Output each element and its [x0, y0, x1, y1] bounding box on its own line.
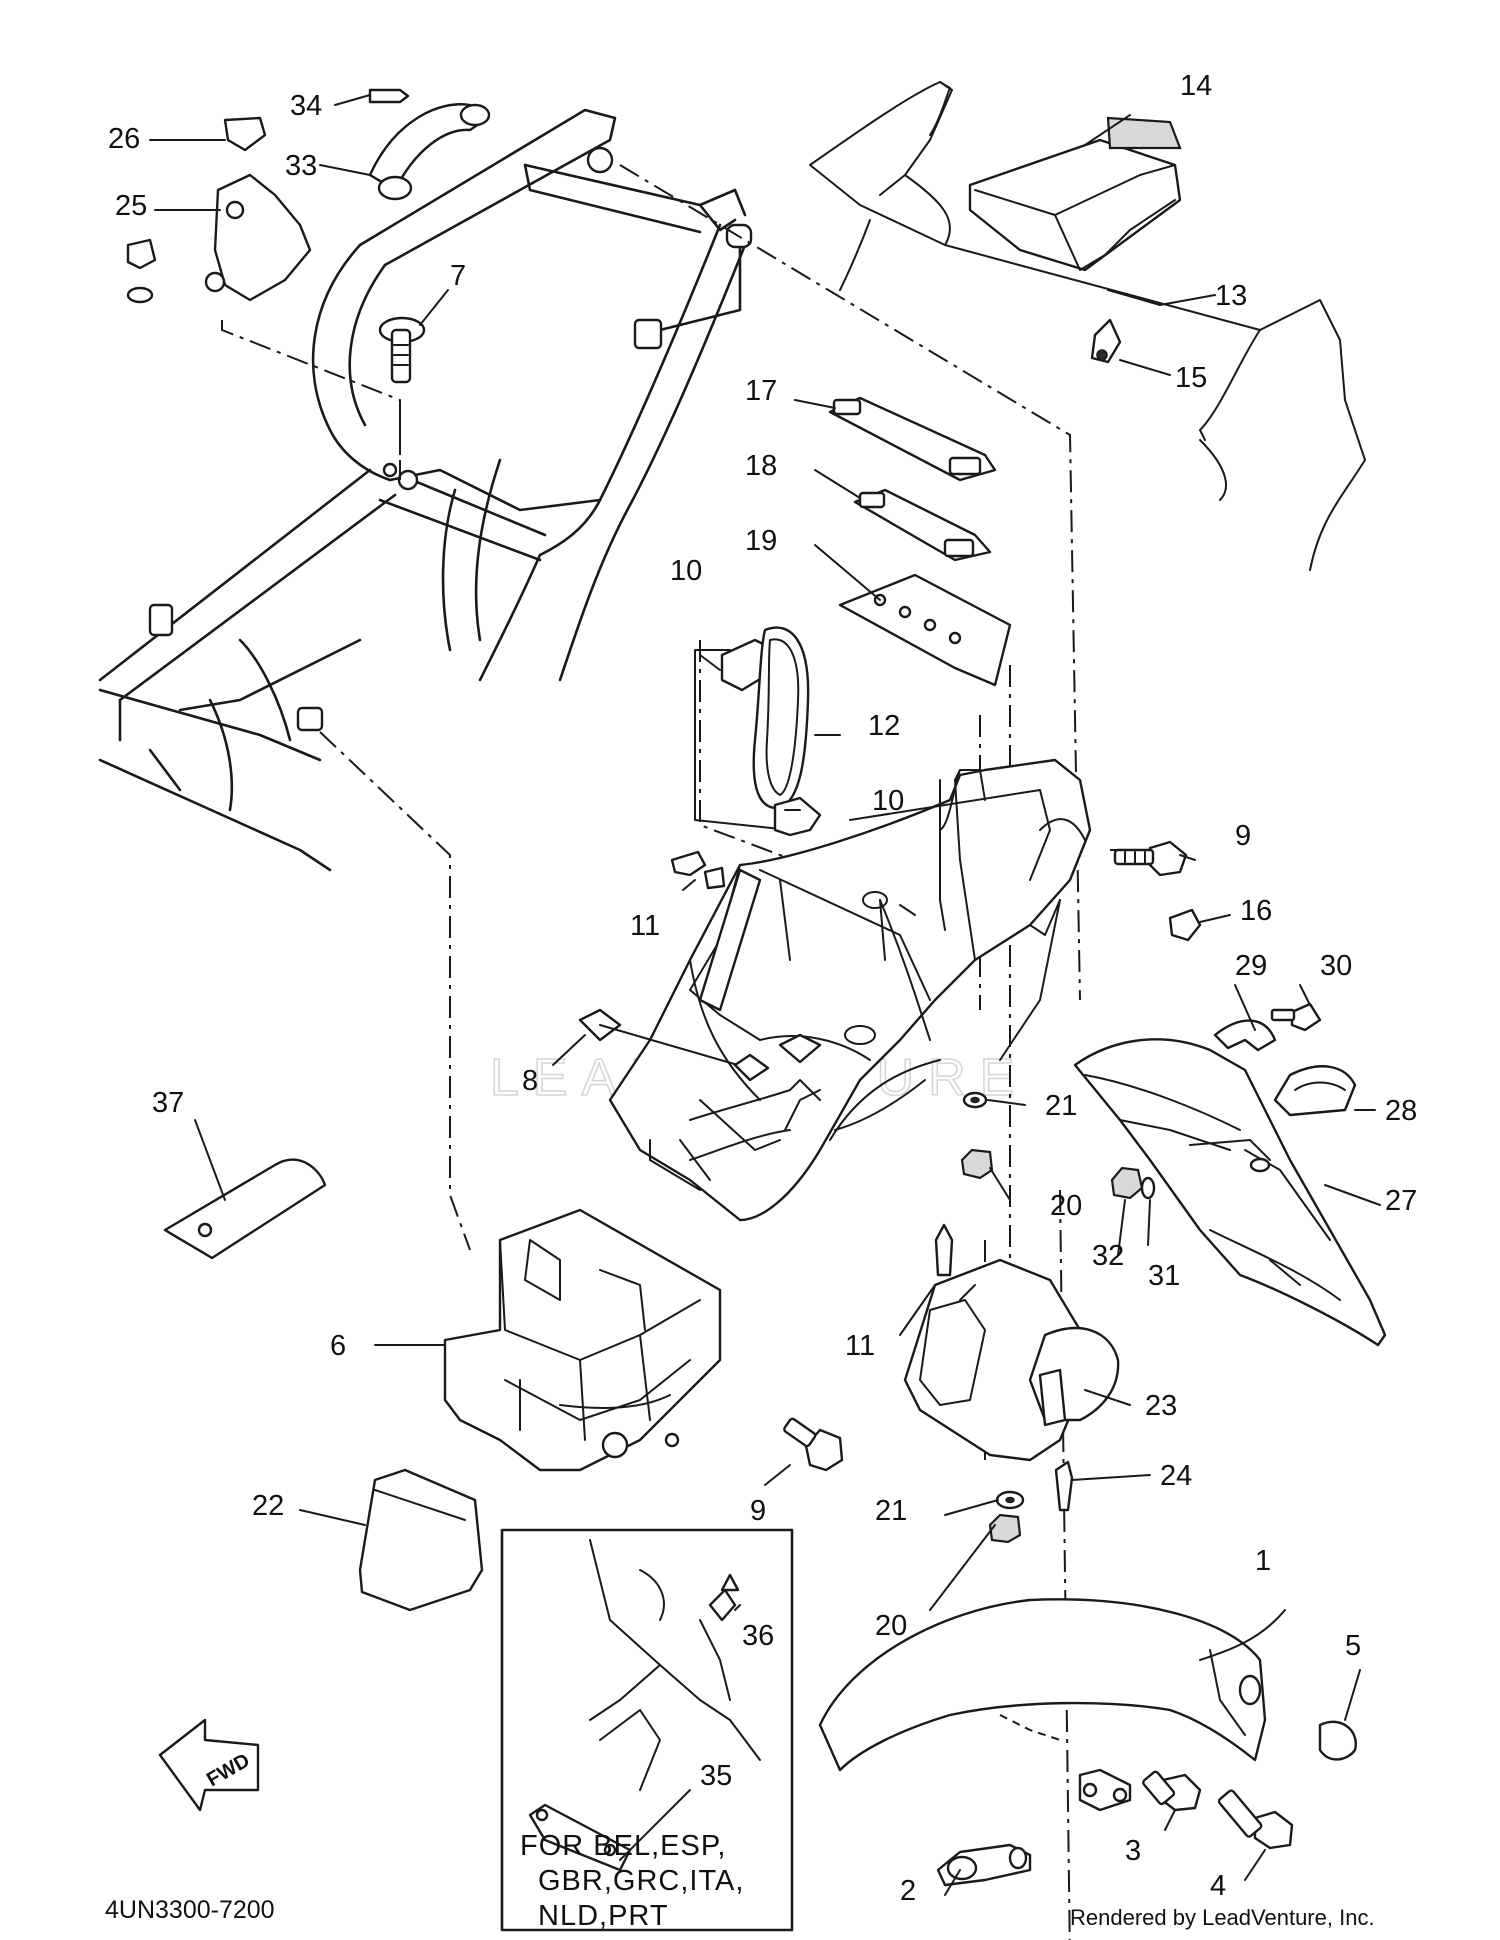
- rivet-11a: [670, 850, 726, 890]
- callout-9-upper: 9: [1235, 820, 1251, 852]
- seat-lid-part: [968, 116, 1182, 364]
- callout-31: 31: [1148, 1260, 1180, 1292]
- battery-case-6: [443, 1208, 722, 1472]
- bracket-29: [1213, 1019, 1277, 1052]
- callout-5: 5: [1345, 1630, 1361, 1662]
- callout-17: 17: [745, 375, 777, 407]
- callout-24: 24: [1160, 1460, 1192, 1492]
- mud-flap-1: [818, 1598, 1267, 1812]
- spacer-2: [936, 1843, 1032, 1887]
- bolt-3: [1142, 1770, 1202, 1812]
- callout-4: 4: [1210, 1870, 1226, 1902]
- bolt-34: [368, 88, 410, 104]
- callout-6: 6: [330, 1330, 346, 1362]
- callout-21-lower: 21: [875, 1495, 907, 1527]
- callout-30: 30: [1320, 950, 1352, 982]
- callout-16: 16: [1240, 895, 1272, 927]
- callout-26: 26: [108, 123, 140, 155]
- inset-note-line-3: NLD,PRT: [538, 1900, 669, 1932]
- tail-light-23: [903, 1258, 1120, 1462]
- callout-labels: 1 2 3 4 5 6 7 8 9 9 10 10 11 11 12 13 14…: [108, 70, 1417, 1907]
- bolt-9-upper: [1113, 840, 1188, 877]
- callout-8: 8: [522, 1065, 538, 1097]
- diagram-code: 4UN3300-7200: [105, 1896, 275, 1924]
- bolt-9-lower: [783, 1417, 844, 1472]
- clamp-25-26: [126, 116, 312, 304]
- damper-10-12: [694, 626, 822, 1064]
- callout-9-lower: 9: [750, 1495, 766, 1527]
- bracket-19: [838, 573, 1012, 687]
- callout-12: 12: [868, 710, 900, 742]
- callout-23: 23: [1145, 1390, 1177, 1422]
- nut-32: [1110, 1166, 1144, 1200]
- callout-18: 18: [745, 450, 777, 482]
- screw-30: [1270, 1002, 1322, 1032]
- callout-25: 25: [115, 190, 147, 222]
- heat-guard-37: [163, 1158, 327, 1260]
- callout-15: 15: [1175, 362, 1207, 394]
- rivet-11b: [934, 1223, 954, 1277]
- callout-29: 29: [1235, 950, 1267, 982]
- body-outline: [809, 81, 1366, 571]
- callout-3: 3: [1125, 1835, 1141, 1867]
- inset-note-line-2: GBR,GRC,ITA,: [538, 1865, 744, 1897]
- callout-27: 27: [1385, 1185, 1417, 1217]
- label-plate: [1106, 116, 1182, 150]
- callout-1: 1: [1255, 1545, 1271, 1577]
- callout-19: 19: [745, 525, 777, 557]
- frame-drawing: [98, 108, 753, 872]
- callout-11-lower: 11: [845, 1330, 875, 1362]
- washer-21-upper: [962, 1091, 988, 1109]
- nut-20-upper: [960, 1148, 994, 1180]
- bolt-4: [1217, 1789, 1294, 1850]
- callout-33: 33: [285, 150, 317, 182]
- regional-inset: FOR BEL,ESP, GBR,GRC,ITA, NLD,PRT: [500, 1528, 794, 1932]
- reflector-28: [1273, 1065, 1357, 1117]
- rear-fender-27: [1073, 1038, 1387, 1347]
- callout-11-upper: 11: [630, 910, 660, 942]
- callout-leaders: [149, 94, 1381, 1896]
- callout-37: 37: [152, 1087, 184, 1119]
- callout-20-upper: 20: [1050, 1190, 1082, 1222]
- callout-32: 32: [1092, 1240, 1124, 1272]
- callout-13: 13: [1215, 280, 1247, 312]
- cap-5: [1318, 1720, 1357, 1761]
- strap-17: [828, 396, 997, 482]
- callout-2: 2: [900, 1875, 916, 1907]
- plate-22: [358, 1468, 484, 1612]
- rear-inner-fender: [608, 758, 1092, 1222]
- washer-21-lower: [995, 1490, 1025, 1510]
- strap-18: [853, 488, 992, 562]
- callout-28: 28: [1385, 1095, 1417, 1127]
- callout-21-upper: 21: [1045, 1090, 1077, 1122]
- grommet-16: [1168, 908, 1202, 942]
- callout-35: 35: [700, 1760, 732, 1792]
- callout-10-upper: 10: [670, 555, 702, 587]
- bracket-8: [578, 1008, 770, 1082]
- callout-36: 36: [742, 1620, 774, 1652]
- callout-14: 14: [1180, 70, 1212, 102]
- callout-22: 22: [252, 1490, 284, 1522]
- washer-31: [1140, 1176, 1156, 1200]
- screw-24: [1054, 1460, 1074, 1512]
- callout-34: 34: [290, 90, 322, 122]
- grab-bar-33: [368, 88, 491, 201]
- fwd-arrow-icon: FWD: [158, 1718, 260, 1812]
- nut-20-lower: [988, 1513, 1022, 1544]
- bolt-7: [378, 316, 426, 384]
- credit-text: Rendered by LeadVenture, Inc.: [1070, 1905, 1375, 1930]
- callout-7: 7: [450, 260, 466, 292]
- callout-20-lower: 20: [875, 1610, 907, 1642]
- callout-10-lower: 10: [872, 785, 904, 817]
